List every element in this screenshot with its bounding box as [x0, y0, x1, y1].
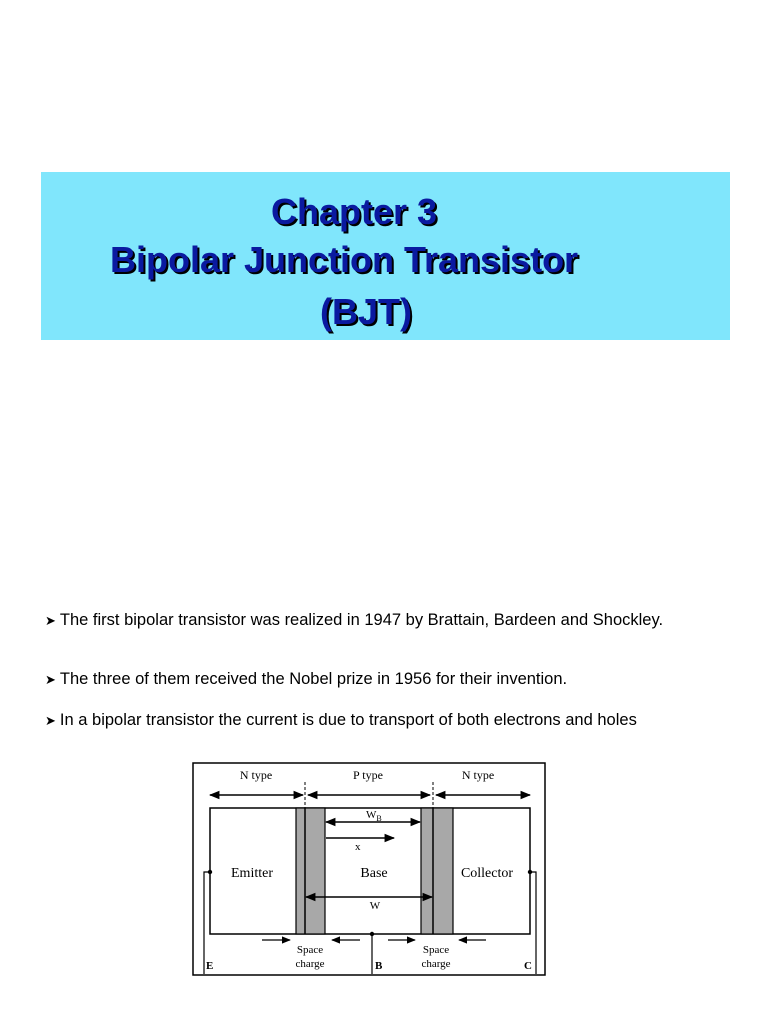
depletion-region-left — [295, 807, 326, 935]
space-charge-left-label-2: charge — [295, 958, 324, 970]
bullet-text: In a bipolar transistor the current is d… — [59, 711, 637, 729]
bullet-item-2: ➤The three of them received the Nobel pr… — [45, 668, 713, 691]
bullet-text: The first bipolar transistor was realize… — [59, 611, 664, 629]
chapter-abbreviation: (BJT) — [320, 291, 412, 332]
bullet-item-3: ➤In a bipolar transistor the current is … — [45, 709, 713, 732]
space-charge-right-label-1: Space — [423, 944, 449, 956]
label-wb: WB — [366, 809, 382, 823]
label-w: W — [370, 900, 381, 912]
terminal-c-wire — [530, 871, 537, 974]
chapter-title: Chapter 3 — [271, 191, 438, 232]
depletion-region-right — [420, 807, 454, 935]
bullet-item-1: ➤The first bipolar transistor was realiz… — [45, 609, 713, 632]
title-banner — [41, 172, 730, 340]
device-body — [209, 807, 531, 935]
terminal-c-dot — [527, 869, 533, 875]
terminal-e-wire — [203, 871, 210, 974]
region-label-p-base: P type — [353, 768, 383, 782]
bullet-text: The three of them received the Nobel pri… — [59, 670, 568, 688]
terminal-c-label: C — [524, 960, 532, 972]
region-label-n-collector: N type — [462, 768, 494, 782]
terminal-e-label: E — [206, 960, 213, 972]
terminal-b-label: B — [375, 960, 383, 972]
label-collector: Collector — [461, 866, 513, 881]
label-x: x — [355, 841, 361, 853]
label-base: Base — [360, 866, 387, 881]
bullet-arrow-icon: ➤ — [45, 613, 56, 628]
bullet-arrow-icon: ➤ — [45, 713, 56, 728]
label-emitter: Emitter — [231, 866, 273, 881]
space-charge-right-label-2: charge — [421, 958, 450, 970]
bjt-structure-diagram: N type P type N type WB x Emitter Base C… — [192, 762, 546, 976]
chapter-subtitle: Bipolar Junction Transistor — [110, 239, 579, 280]
space-charge-left-label-1: Space — [297, 944, 323, 956]
bullet-arrow-icon: ➤ — [45, 672, 56, 687]
region-label-n-emitter: N type — [240, 768, 272, 782]
